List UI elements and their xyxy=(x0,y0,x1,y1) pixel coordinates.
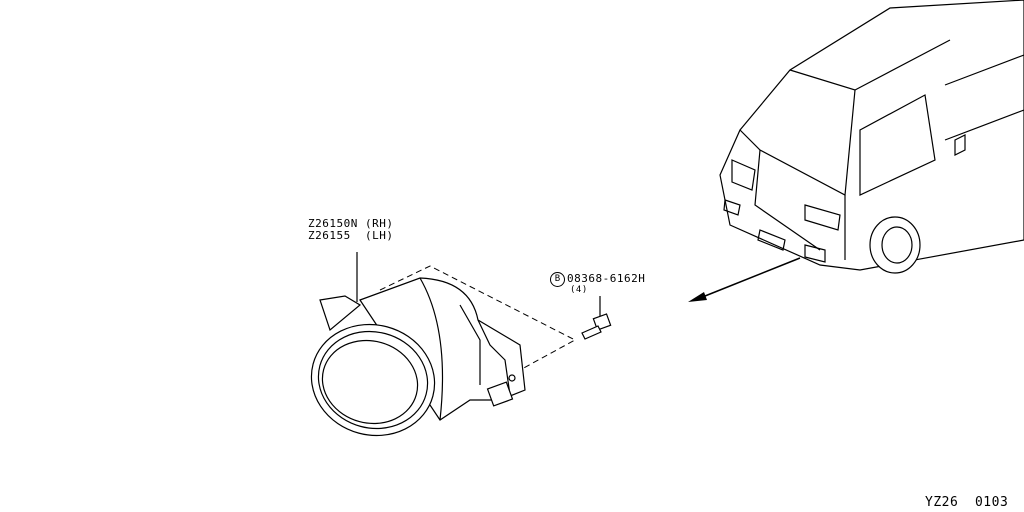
fog-lamp-part-number-rh: Z26150N (RH) xyxy=(308,217,394,230)
fog-lamp-part-number-lh: Z26155 (LH) xyxy=(308,229,394,242)
bolt-symbol-b: B xyxy=(550,272,565,287)
bolt-drawing xyxy=(581,296,612,340)
location-arrow xyxy=(688,257,801,302)
bolt-quantity: (4) xyxy=(570,285,588,295)
diagram-code: YZ26 0103 xyxy=(925,495,1009,510)
bolt-part-number: 08368-6162H xyxy=(567,272,646,285)
fog-lamp-drawing xyxy=(310,277,526,437)
van-drawing xyxy=(719,0,1024,274)
